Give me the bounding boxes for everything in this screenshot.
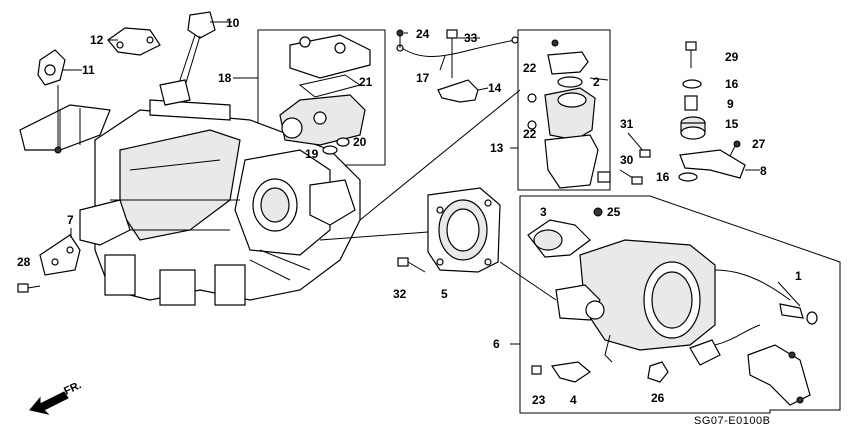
grommet-15 bbox=[680, 116, 706, 140]
bracket-7 bbox=[39, 234, 81, 276]
callout-1: 1 bbox=[795, 269, 802, 283]
callout-14: 14 bbox=[488, 81, 502, 95]
callout-11: 11 bbox=[82, 63, 95, 77]
gasket-5 bbox=[427, 187, 501, 273]
callout-8: 8 bbox=[760, 164, 767, 178]
o-rings-19-20 bbox=[322, 137, 350, 155]
callout-23: 23 bbox=[532, 393, 546, 407]
callout-31: 31 bbox=[620, 117, 634, 131]
callout-22b: 22 bbox=[523, 127, 537, 141]
nut-26 bbox=[647, 361, 669, 383]
bolt-32 bbox=[397, 257, 426, 273]
fast-idle-valve bbox=[527, 39, 611, 189]
bolt-30 bbox=[619, 169, 643, 185]
bracket-14 bbox=[437, 79, 479, 103]
bracket-4 bbox=[550, 361, 592, 383]
callout-30: 30 bbox=[620, 153, 634, 167]
callout-25: 25 bbox=[607, 205, 621, 219]
sensor-10 bbox=[159, 11, 216, 106]
ground-cable-17 bbox=[396, 36, 519, 57]
callout-27: 27 bbox=[752, 137, 766, 151]
callout-24: 24 bbox=[416, 27, 430, 41]
callout-6: 6 bbox=[493, 337, 500, 351]
callout-33: 33 bbox=[464, 31, 478, 45]
callout-7: 7 bbox=[67, 213, 74, 227]
group-box-18 bbox=[257, 29, 386, 166]
bolt-31 bbox=[627, 132, 651, 158]
group-box-13 bbox=[517, 29, 611, 191]
callout-22a: 22 bbox=[523, 61, 537, 75]
washer-16-top bbox=[682, 79, 702, 89]
tps-connector bbox=[689, 324, 761, 366]
intake-manifold bbox=[19, 99, 361, 306]
callout-16b: 16 bbox=[656, 170, 670, 184]
callout-15: 15 bbox=[725, 117, 739, 131]
leader-lines bbox=[62, 21, 801, 345]
washer-16-lower bbox=[678, 172, 698, 182]
bolt-29 bbox=[685, 41, 697, 68]
front-direction-arrow: FR. bbox=[29, 379, 83, 415]
callout-2: 2 bbox=[593, 75, 600, 89]
bolt-33 bbox=[446, 29, 458, 78]
iac-valve-body bbox=[279, 94, 366, 146]
callout-4: 4 bbox=[570, 393, 577, 407]
callout-18: 18 bbox=[218, 71, 232, 85]
callout-3: 3 bbox=[540, 205, 547, 219]
bracket-12 bbox=[107, 27, 161, 56]
callout-9: 9 bbox=[727, 97, 734, 111]
gasket-21 bbox=[298, 74, 362, 98]
group-box-6 bbox=[519, 195, 841, 414]
hose-clip-11 bbox=[37, 49, 66, 154]
callout-28: 28 bbox=[17, 255, 31, 269]
bolt-28 bbox=[17, 283, 41, 293]
drawing-code: SG07-E0100B bbox=[694, 415, 770, 427]
callout-12: 12 bbox=[90, 33, 104, 47]
bracket-8 bbox=[679, 149, 746, 179]
callout-10: 10 bbox=[226, 16, 240, 30]
bolt-23 bbox=[531, 365, 542, 375]
callout-29: 29 bbox=[725, 50, 739, 64]
bolt-1 bbox=[779, 303, 818, 325]
bolt-24 bbox=[396, 29, 404, 48]
callout-32: 32 bbox=[393, 287, 407, 301]
callout-5: 5 bbox=[441, 287, 448, 301]
iac-valve-cover bbox=[289, 34, 371, 79]
callout-19: 19 bbox=[305, 147, 319, 161]
bracket-lower-right bbox=[747, 344, 811, 406]
callout-labels: 1 2 3 4 5 6 7 8 9 10 11 12 13 14 15 16 1… bbox=[17, 16, 802, 407]
callout-21: 21 bbox=[359, 75, 373, 89]
callout-16a: 16 bbox=[725, 77, 739, 91]
callout-26: 26 bbox=[651, 391, 665, 405]
throttle-sensor-3 bbox=[527, 207, 603, 258]
callout-17: 17 bbox=[416, 71, 430, 85]
collar-9 bbox=[684, 95, 698, 111]
callout-20: 20 bbox=[353, 135, 367, 149]
callout-13: 13 bbox=[490, 141, 504, 155]
front-label: FR. bbox=[62, 379, 83, 397]
throttle-body bbox=[555, 239, 791, 363]
